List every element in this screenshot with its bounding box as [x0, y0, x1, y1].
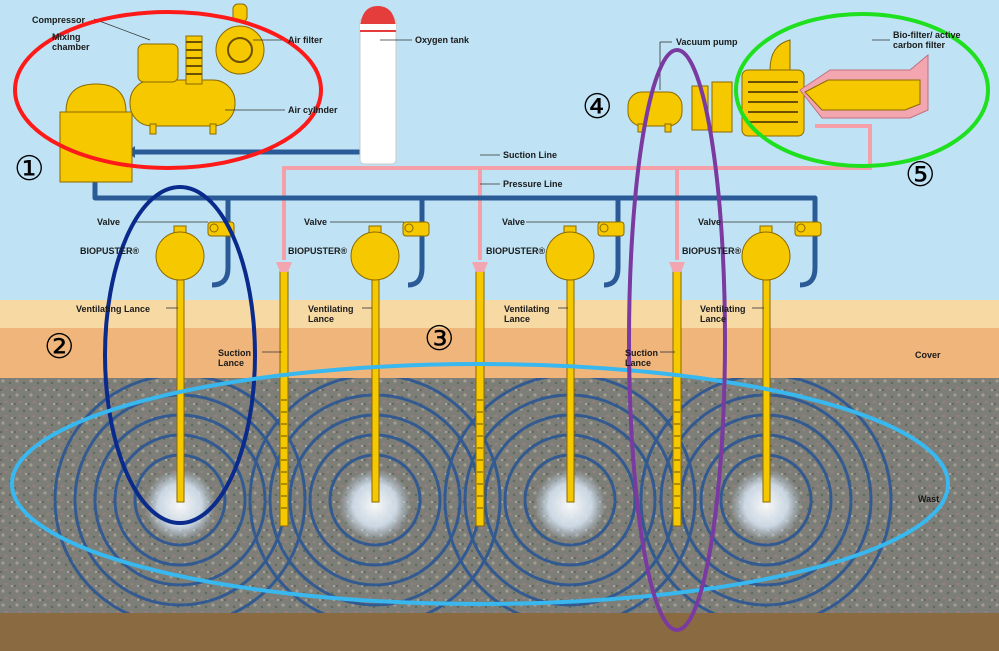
compressor-label: Compressor	[32, 15, 86, 25]
valve-label-4: Valve	[698, 217, 722, 227]
cover-top-mask	[0, 300, 999, 328]
cover-label: Cover	[915, 350, 941, 360]
biopuster-label-1: BIOPUSTER®	[80, 246, 140, 256]
marker-5: ⑤	[905, 155, 936, 195]
suction-line-label: Suction Line	[503, 150, 557, 160]
marker-3: ③	[424, 319, 455, 359]
waste-label: Wast	[918, 494, 940, 504]
mixing-chamber-label: Mixing chamber	[52, 32, 90, 52]
biopuster-tanks	[155, 225, 791, 281]
oxygen-tank-label: Oxygen tank	[415, 35, 470, 45]
vacuum-pump-shape	[627, 39, 805, 137]
air-filter-label: Air filter	[288, 35, 323, 45]
marker-4: ④	[582, 87, 613, 127]
biopuster-label-2: BIOPUSTER®	[288, 246, 348, 256]
valve-label-1: Valve	[97, 217, 121, 227]
suction-lance-label-1: Suction Lance	[218, 348, 251, 368]
suction-lances	[276, 262, 685, 527]
aeration-zones	[144, 469, 802, 541]
cover-mask	[0, 328, 999, 378]
biofilter-label: Bio-filter/ active carbon filter	[893, 30, 961, 50]
valve-label-3: Valve	[502, 217, 526, 227]
valve-label-2: Valve	[304, 217, 328, 227]
biopuster-label-4: BIOPUSTER®	[682, 246, 742, 256]
ventilating-lance-label-3: Ventilating Lance	[504, 304, 550, 324]
suction-lance-label-2: Suction Lance	[625, 348, 658, 368]
marker-2: ②	[44, 327, 75, 367]
highlight-overlays	[10, 10, 990, 632]
air-cylinder-label: Air cylinder	[288, 105, 338, 115]
ventilating-lance-label-4: Ventilating Lance	[700, 304, 746, 324]
marker-1: ①	[14, 149, 45, 189]
ventilating-lance-label-2: Ventilating Lance	[308, 304, 354, 324]
vacuum-pump-label: Vacuum pump	[676, 37, 738, 47]
pressure-line-label: Pressure Line	[503, 179, 563, 189]
biopuster-label-3: BIOPUSTER®	[486, 246, 546, 256]
oxygen-tank-shape	[359, 6, 397, 165]
subsoil-mask	[0, 613, 999, 651]
ventilating-lance-label-1: Ventilating Lance	[76, 304, 151, 314]
compressor-unit-shape	[59, 3, 265, 183]
biofilter-shape	[799, 53, 929, 119]
